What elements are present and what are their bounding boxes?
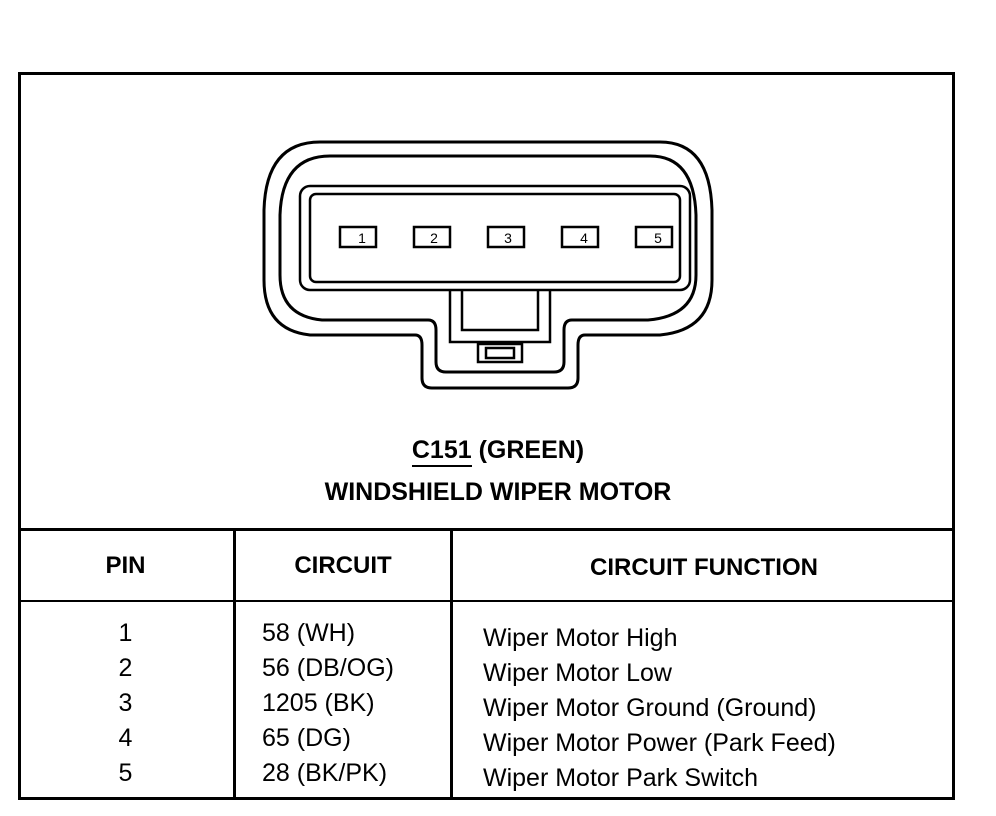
table-row-3-pin: 3 bbox=[118, 689, 133, 717]
pin-cavities: 1 2 3 4 5 bbox=[338, 225, 674, 249]
pin-2: 2 bbox=[412, 225, 452, 249]
pin-5: 5 bbox=[634, 225, 674, 249]
pin-1-label: 1 bbox=[358, 230, 366, 246]
header-circuit-function: CIRCUIT FUNCTION bbox=[590, 554, 818, 581]
table-divider-2 bbox=[450, 528, 453, 800]
table-row-1-function: Wiper Motor High bbox=[483, 624, 678, 652]
connector-id: C151 bbox=[411, 436, 472, 467]
diagram-frame bbox=[18, 72, 955, 800]
table-row-5-pin: 5 bbox=[118, 759, 133, 787]
table-row-5-circuit: 28 (BK/PK) bbox=[262, 759, 388, 787]
circuit-column: 58 (WH) 56 (DB/OG) 1205 (BK) 65 (DG) 28 … bbox=[262, 616, 394, 791]
pin-2-label: 2 bbox=[430, 230, 438, 246]
table-divider-1 bbox=[233, 528, 236, 800]
connector-title: C151 (GREEN) bbox=[0, 436, 996, 467]
table-row-4-pin: 4 bbox=[118, 724, 133, 752]
table-header-rule bbox=[18, 600, 955, 602]
table-row-3-function: Wiper Motor Ground (Ground) bbox=[483, 694, 817, 722]
table-row-2-pin: 2 bbox=[118, 654, 133, 682]
table-top-rule bbox=[18, 528, 955, 531]
table-row-2-circuit: 56 (DB/OG) bbox=[262, 654, 394, 682]
pin-5-label: 5 bbox=[654, 230, 662, 246]
table-row-1-pin: 1 bbox=[118, 619, 133, 647]
pin-1: 1 bbox=[338, 225, 378, 249]
pin-3-label: 3 bbox=[504, 230, 512, 246]
table-row-1-circuit: 58 (WH) bbox=[262, 619, 356, 647]
pin-column: 1 2 3 4 5 bbox=[18, 616, 233, 791]
header-circuit: CIRCUIT bbox=[294, 552, 392, 579]
connector-name: WINDSHIELD WIPER MOTOR bbox=[324, 478, 672, 506]
header-pin: PIN bbox=[105, 552, 146, 579]
table-row-4-circuit: 65 (DG) bbox=[262, 724, 351, 752]
pin-4: 4 bbox=[560, 225, 600, 249]
connector-drawing: 1 2 3 4 5 bbox=[262, 140, 714, 390]
table-row-5-function: Wiper Motor Park Switch bbox=[483, 764, 759, 792]
pin-3: 3 bbox=[486, 225, 526, 249]
connector-face bbox=[298, 184, 692, 292]
function-column: Wiper Motor High Wiper Motor Low Wiper M… bbox=[483, 621, 836, 796]
connector-color: (GREEN) bbox=[478, 436, 585, 464]
table-row-3-circuit: 1205 (BK) bbox=[262, 689, 375, 717]
table-row-4-function: Wiper Motor Power (Park Feed) bbox=[483, 729, 836, 757]
table-row-2-function: Wiper Motor Low bbox=[483, 659, 672, 687]
pin-table: PIN CIRCUIT CIRCUIT FUNCTION 1 2 3 4 5 5… bbox=[18, 528, 955, 800]
connector-outline bbox=[262, 140, 714, 390]
connector-latch bbox=[448, 290, 552, 364]
pin-4-label: 4 bbox=[580, 230, 588, 246]
